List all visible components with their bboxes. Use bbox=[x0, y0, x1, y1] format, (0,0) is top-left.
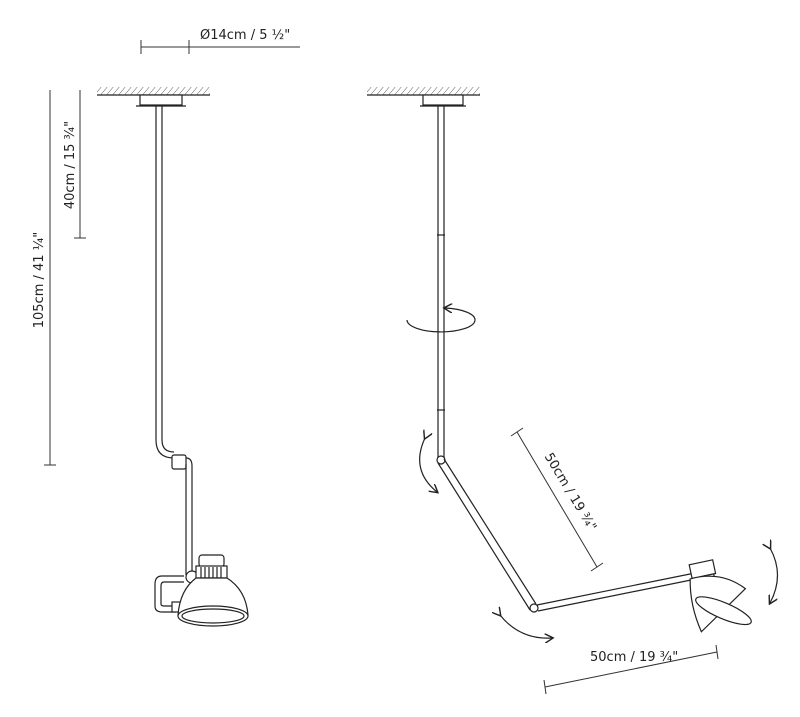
arm-lower bbox=[536, 572, 697, 612]
joint bbox=[171, 454, 187, 470]
shade bbox=[688, 559, 752, 633]
ceiling-hatch bbox=[367, 87, 480, 95]
rotation-arrow bbox=[406, 308, 476, 333]
arm-lower-dimension: 50cm / 19 ¾" bbox=[543, 644, 719, 695]
lower-stem bbox=[185, 457, 193, 575]
canopy-diameter-label: Ø14cm / 5 ½" bbox=[200, 28, 290, 43]
arm-upper-dimension: 50cm / 19 ¾" bbox=[510, 427, 604, 572]
stem bbox=[437, 106, 445, 458]
side-view: 50cm / 19 ¾" 50cm / 19 ¾" bbox=[367, 87, 779, 695]
canopy-dimension: Ø14cm / 5 ½" bbox=[140, 28, 300, 54]
upper-stem-label: 40cm / 15 ¾" bbox=[63, 121, 78, 209]
total-height-dimension: 105cm / 41 ¼" bbox=[32, 90, 56, 466]
canopy bbox=[139, 94, 183, 106]
ceiling-hatch bbox=[97, 87, 210, 95]
total-height-label: 105cm / 41 ¼" bbox=[32, 232, 47, 329]
arm-lower-label: 50cm / 19 ¾" bbox=[590, 650, 678, 665]
upper-stem-dimension: 40cm / 15 ¾" bbox=[63, 90, 86, 239]
front-view: Ø14cm / 5 ½" 40cm / 15 ¾" 105cm / 41 ¼" bbox=[32, 28, 300, 627]
arm-upper bbox=[437, 458, 537, 611]
canopy bbox=[422, 94, 464, 106]
shade-cap bbox=[198, 554, 225, 568]
stem bbox=[155, 106, 175, 459]
